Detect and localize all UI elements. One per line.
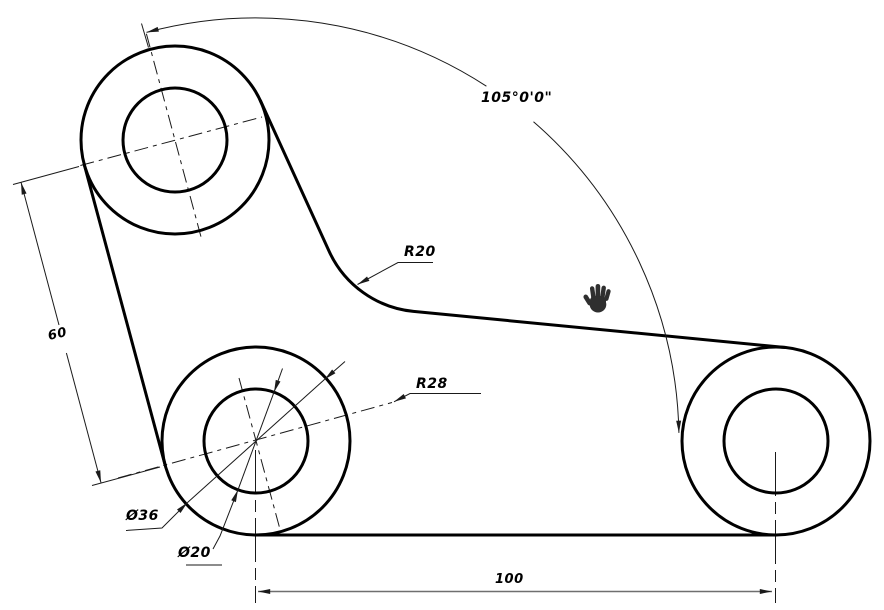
horizontal-distance-label: 100: [495, 572, 524, 587]
centerlines: [80, 33, 776, 603]
dim60-extension-upper: [12, 166, 80, 185]
fillet-radius-label: R20: [404, 244, 436, 260]
pan-hand-icon: [583, 284, 611, 313]
dia20-dimension-line: [237, 392, 275, 490]
right-boss-hole-circle: [722, 387, 830, 495]
upper-tangent-and-fillet: [259, 99, 787, 349]
top-left-boss-hole-circle: [121, 86, 229, 194]
left-tangent-line: [82, 162, 167, 467]
top-left-boss-outer-circle: [79, 44, 271, 236]
locating-radius-label: R28: [416, 376, 448, 392]
center-boss-hole-circle: [202, 387, 310, 495]
dim60-extension-lower: [91, 466, 161, 486]
hole-diameter-label: Ø20: [178, 545, 211, 561]
boss-diameter-label: Ø36: [126, 508, 159, 524]
angle-dimension-105: [141, 17, 682, 433]
angle-extension-stub: [141, 23, 149, 48]
angle-dimension-label: 105°0'0": [481, 90, 553, 106]
radius-leader-r28: [393, 393, 481, 403]
radius-leader-r20: [357, 262, 433, 285]
diameter-dimension-20: [186, 368, 283, 566]
dimension-60: [12, 166, 161, 486]
part-outline: [79, 44, 872, 537]
